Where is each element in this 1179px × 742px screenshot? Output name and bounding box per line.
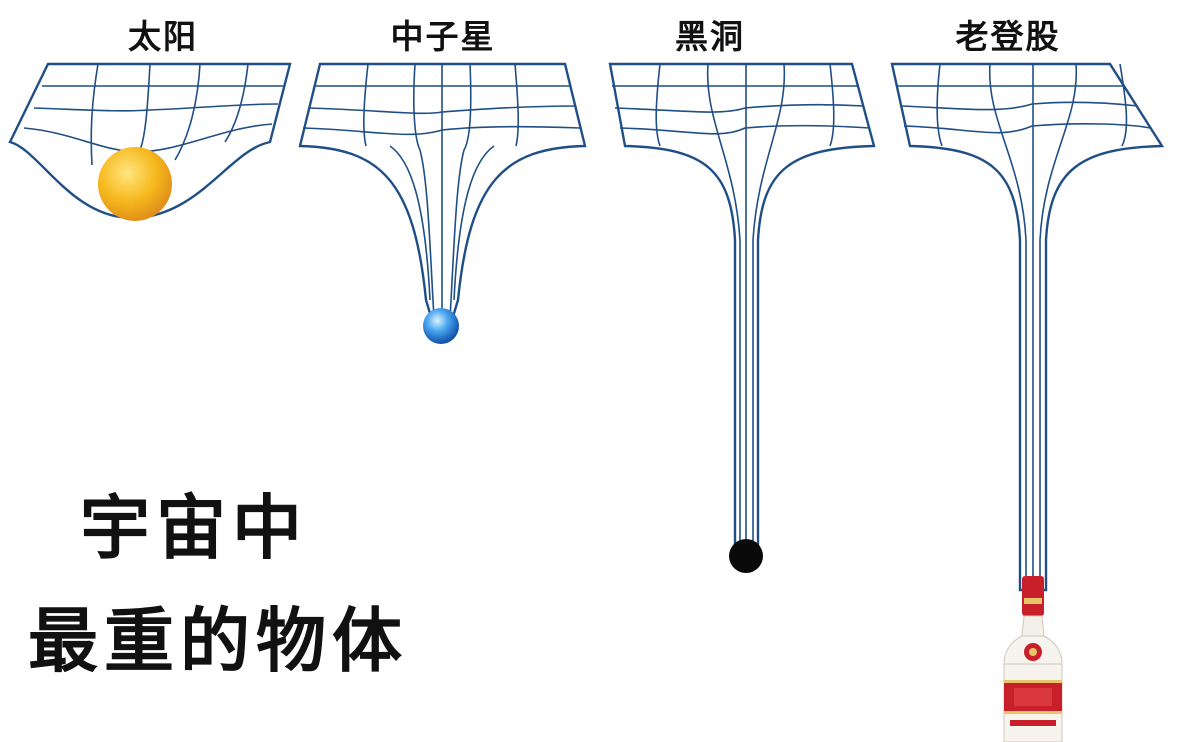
headline-line-1: 宇宙中 [80,487,308,569]
panel-title-neutron-star: 中子星 [390,17,496,56]
baijiu-spacetime-grid [890,62,1165,592]
panel-title-black-hole: 黑洞 [675,17,745,56]
panel-title-sun: 太阳 [128,17,198,56]
black-hole-spacetime-grid [608,62,876,550]
headline-line-2: 最重的物体 [28,600,408,682]
panel-title-baijiu: 老登股 [955,17,1061,56]
neutron-star-spacetime-grid [298,62,587,322]
baijiu-bottle-icon [1003,576,1063,742]
neutron-star-icon [423,308,459,344]
sun-icon [98,147,172,221]
black-hole-icon [729,539,763,573]
